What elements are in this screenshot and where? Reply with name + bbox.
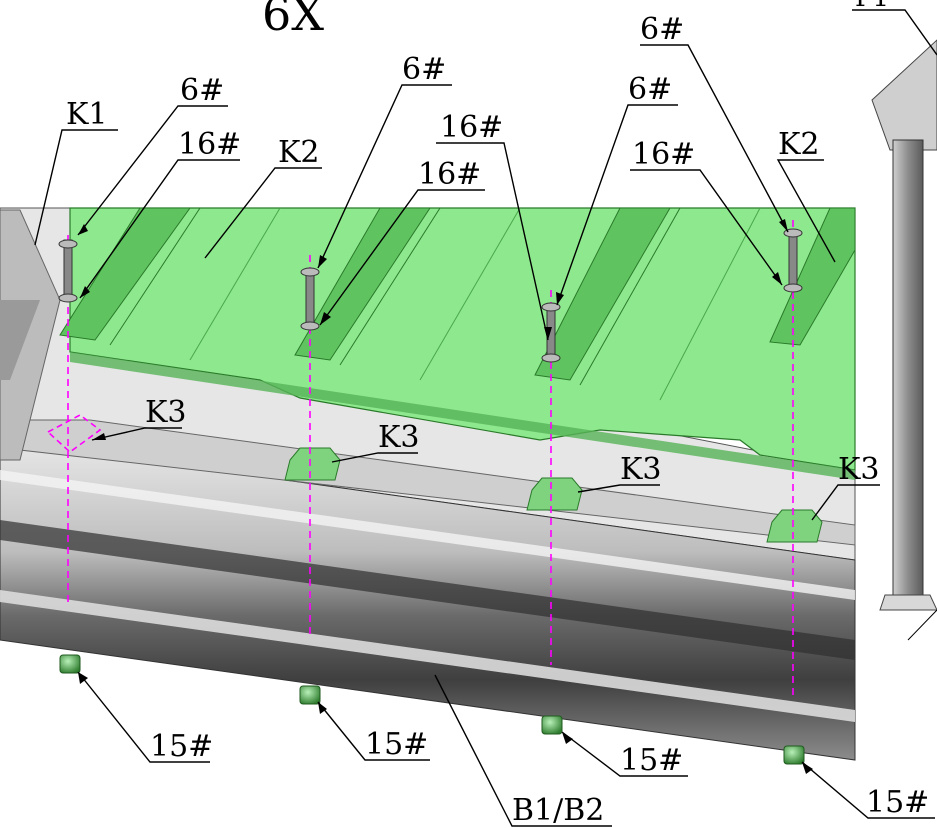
k3-block-3 bbox=[526, 477, 583, 511]
label-15-1: 15# bbox=[150, 729, 213, 764]
nut-3 bbox=[541, 715, 563, 735]
label-beam: B1/B2 bbox=[512, 793, 604, 828]
label-p1: P1 bbox=[855, 0, 889, 13]
label-6-2: 6# bbox=[402, 52, 446, 87]
labels: 6X P1 K1 6# 16# K2 6# 16# 16# 6# 6# 16# … bbox=[66, 0, 929, 828]
label-6-4: 6# bbox=[640, 12, 684, 47]
label-k3-2: K3 bbox=[378, 420, 420, 455]
nut-4 bbox=[783, 745, 805, 765]
k3-block-4 bbox=[766, 509, 823, 543]
leader-lines bbox=[34, 9, 937, 827]
label-16-3: 16# bbox=[440, 110, 503, 145]
label-16-1: 16# bbox=[178, 127, 241, 162]
nut-2 bbox=[299, 685, 321, 705]
label-k3-3: K3 bbox=[620, 452, 662, 487]
label-15-2: 15# bbox=[365, 727, 428, 762]
label-15-3: 15# bbox=[620, 743, 683, 778]
nut-1 bbox=[59, 654, 81, 674]
roof-panel-k2 bbox=[59, 207, 856, 480]
k3-block-1 bbox=[46, 414, 102, 454]
bolt-1 bbox=[58, 239, 78, 303]
bolt-3 bbox=[541, 302, 561, 363]
arrowheads bbox=[78, 219, 813, 774]
label-k3-1: K3 bbox=[145, 395, 187, 430]
label-16-4: 16# bbox=[632, 137, 695, 172]
label-k1: K1 bbox=[66, 97, 108, 132]
label-6-1: 6# bbox=[180, 73, 224, 108]
label-k2-right: K2 bbox=[778, 127, 820, 162]
k3-blocks bbox=[46, 414, 823, 543]
bolt-2 bbox=[300, 267, 320, 331]
label-k2-left: K2 bbox=[278, 135, 320, 170]
post-p1 bbox=[871, 39, 937, 641]
bolt-assemblies bbox=[58, 228, 803, 363]
label-k3-4: K3 bbox=[838, 452, 880, 487]
title-fragment: 6X bbox=[262, 0, 324, 41]
bolt-4 bbox=[783, 228, 803, 293]
label-6-3: 6# bbox=[628, 72, 672, 107]
label-15-4: 15# bbox=[866, 785, 929, 820]
beam-b1-b2 bbox=[0, 207, 856, 761]
label-16-2: 16# bbox=[418, 157, 481, 192]
nuts-15 bbox=[59, 654, 805, 765]
